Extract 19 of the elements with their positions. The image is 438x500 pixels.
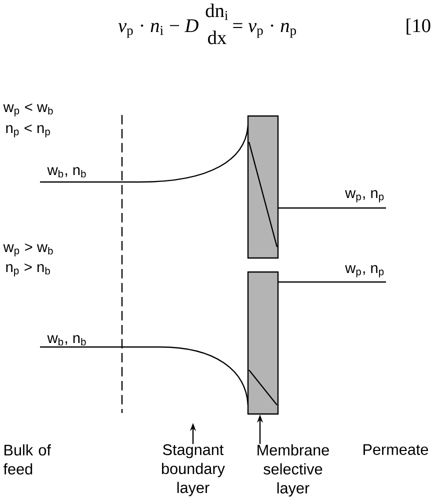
condition-label: n$_{p}$ < n$_{p}$ <box>6 124 50 138</box>
equation-text: dx <box>208 30 226 44</box>
concentration-label: w$_{b}$, n$_{b}$ <box>47 335 86 346</box>
concentration-label: w$_{p}$, n$_{p}$ <box>345 265 384 278</box>
region-label: Permeate <box>364 444 428 455</box>
membrane-layer <box>247 115 279 259</box>
condition-label: w$_{p}$ < w$_{b}$ <box>3 103 53 116</box>
concentration-label: w$_{p}$, n$_{p}$ <box>345 190 384 202</box>
equation-number: [10 <box>406 18 430 35</box>
equation-text: = v$_{p}$ · n$_{p}$ <box>233 22 296 38</box>
condition-label: n$_{p}$ > n$_{b}$ <box>6 263 50 276</box>
equation-text: v$_{p}$ · n$_{i}$ − D <box>118 19 198 38</box>
region-label: Membrane selective layer <box>258 444 329 497</box>
membrane-layer <box>247 271 279 415</box>
concentration-label: w$_{b}$, n$_{b}$ <box>47 167 86 178</box>
region-label: Bulk of feed <box>3 444 51 475</box>
region-label: Stagnant boundary layer <box>162 444 225 496</box>
equation-text: dn$_{i}$ <box>206 4 228 20</box>
condition-label: w$_{p}$ > w$_{b}$ <box>3 243 53 256</box>
